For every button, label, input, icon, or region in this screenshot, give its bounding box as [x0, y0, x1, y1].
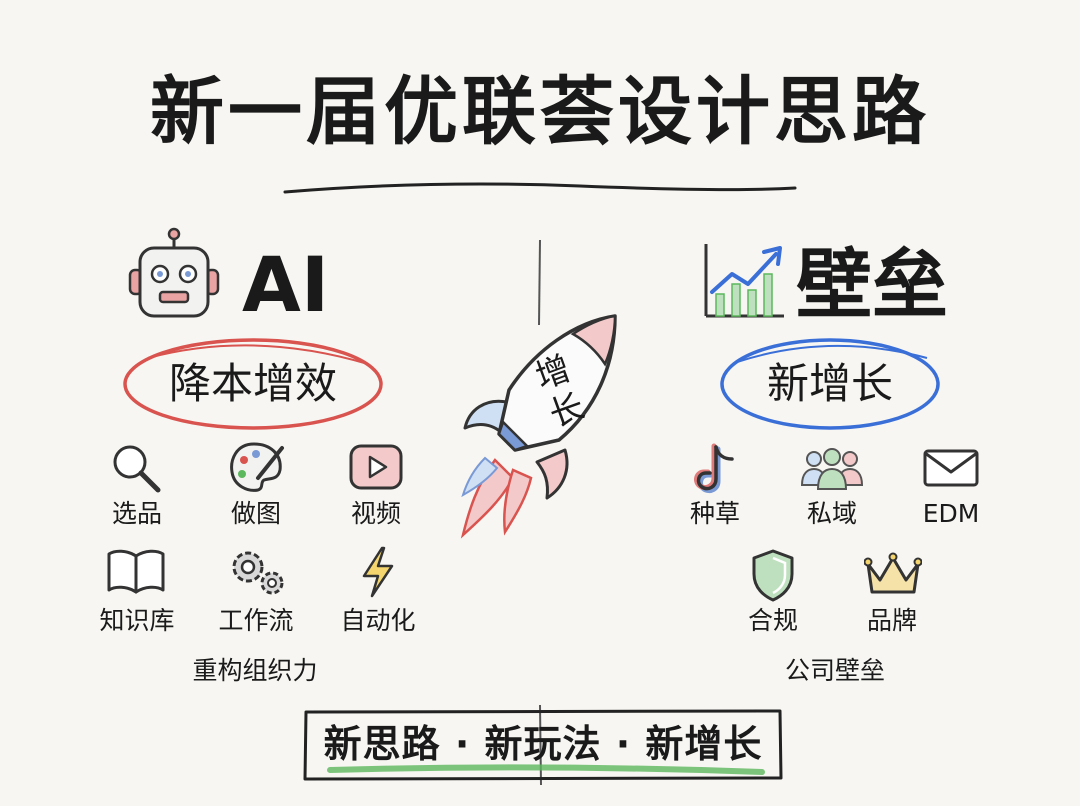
right-item-label: EDM [922, 499, 980, 528]
book-icon [105, 548, 167, 596]
tiktok-icon [692, 443, 740, 495]
video-play-icon [348, 443, 404, 493]
robot-icon [126, 226, 222, 322]
left-footer: 重构组织力 [192, 656, 318, 685]
lightning-icon [360, 546, 396, 598]
right-item-label: 合规 [747, 606, 798, 635]
left-item-label: 知识库 [99, 606, 175, 635]
page-title: 新一届优联荟设计思路 [150, 69, 930, 155]
center-divider [538, 239, 542, 786]
right-item-label: 种草 [689, 499, 740, 528]
gears-icon [224, 545, 290, 599]
magnifier-icon [108, 440, 164, 496]
left-item-label: 选品 [111, 499, 162, 528]
right-item-label: 私域 [806, 499, 857, 528]
right-item-label: 品牌 [866, 606, 917, 635]
left-heading: AI [242, 240, 330, 329]
left-oval-label: 降本增效 [168, 359, 337, 408]
palette-icon [226, 438, 286, 496]
shield-icon [750, 548, 796, 602]
left-item-label: 自动化 [340, 606, 416, 635]
growth-chart-icon [702, 240, 786, 320]
left-item-label: 做图 [230, 499, 281, 528]
right-heading: 壁垒 [796, 240, 948, 329]
rocket-icon [460, 314, 617, 539]
title-underline [283, 182, 797, 194]
right-oval-label: 新增长 [766, 359, 893, 408]
group-icon [800, 445, 864, 491]
crown-icon [864, 552, 922, 596]
left-oval [123, 338, 383, 430]
right-oval [720, 338, 940, 430]
envelope-icon [922, 448, 980, 488]
banner-frame [303, 709, 783, 781]
right-footer: 公司壁垒 [784, 656, 885, 685]
banner-text: 新思路 · 新玩法 · 新增长 [323, 722, 763, 766]
left-item-label: 视频 [350, 499, 401, 528]
left-item-label: 工作流 [218, 606, 294, 635]
